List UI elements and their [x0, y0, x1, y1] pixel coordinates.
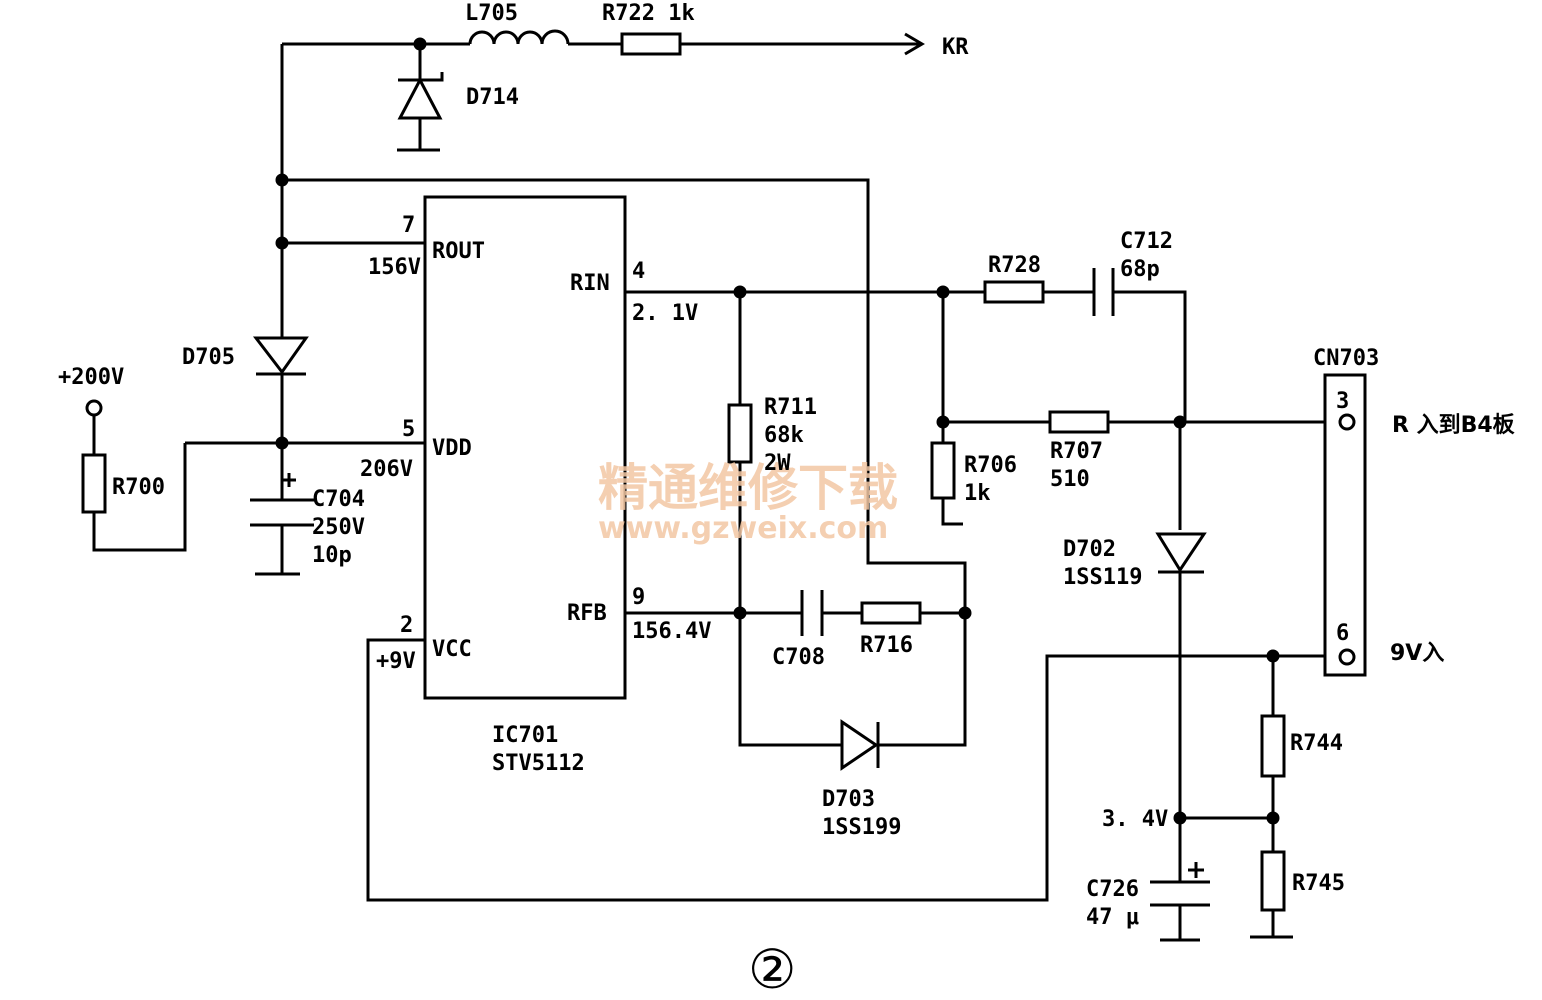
resistor-r707	[1048, 410, 1110, 434]
label-r-in-b4: R 入到B4板	[1392, 413, 1516, 438]
label-l705: L705	[465, 1, 518, 26]
label-cn703: CN703	[1313, 346, 1379, 371]
label-c704: C704	[312, 487, 365, 512]
label-rfb: RFB	[567, 601, 607, 626]
label-d702-part: 1SS119	[1063, 565, 1142, 590]
capacitor-c704	[250, 473, 314, 527]
label-cn-pin6: 6	[1336, 621, 1349, 646]
capacitor-c708	[800, 590, 824, 636]
resistor-r728	[983, 280, 1045, 304]
label-d703: D703	[822, 787, 875, 812]
label-r745: R745	[1292, 871, 1345, 896]
label-cn-pin3: 3	[1336, 389, 1349, 414]
label-plus9v: +9V	[376, 649, 416, 674]
resistor-r744	[1260, 714, 1286, 778]
resistor-r745	[1260, 850, 1286, 912]
diode-d702	[1155, 532, 1207, 574]
resistor-r711	[727, 403, 753, 464]
capacitor-c726	[1150, 862, 1210, 907]
label-ic701: IC701	[492, 723, 558, 748]
diode-d705	[252, 336, 309, 376]
label-vdd: VDD	[432, 436, 472, 461]
label-r744: R744	[1290, 731, 1343, 756]
label-r711-power: 2W	[764, 451, 791, 476]
diode-d703	[840, 719, 880, 771]
label-r706: R706	[964, 453, 1017, 478]
label-pin7: 7	[402, 213, 415, 238]
label-stv5112: STV5112	[492, 751, 585, 776]
label-156-4v: 156.4V	[632, 619, 711, 644]
label-pin5: 5	[402, 417, 415, 442]
label-9v-in: 9V入	[1390, 641, 1444, 666]
inductor-l705	[468, 29, 570, 45]
resistor-r700	[81, 453, 107, 514]
capacitor-c712	[1092, 268, 1115, 316]
label-c704-value: 10p	[312, 543, 352, 568]
label-d703-part: 1SS199	[822, 815, 901, 840]
label-r711: R711	[764, 395, 817, 420]
label-rout: ROUT	[432, 239, 485, 264]
figure-number: ②	[748, 938, 796, 1000]
label-r707: R707	[1050, 439, 1103, 464]
cn703-pin6	[1338, 648, 1356, 666]
junction-dots	[275, 37, 1280, 825]
label-c726: C726	[1086, 877, 1139, 902]
arrow-kr-icon	[904, 32, 925, 56]
label-r711-value: 68k	[764, 423, 804, 448]
label-c708: C708	[772, 645, 825, 670]
watermark-cn: 精通维修下载	[598, 458, 898, 517]
label-d714: D714	[466, 85, 519, 110]
label-r700: R700	[112, 475, 165, 500]
label-d705: D705	[182, 345, 235, 370]
resistor-r706	[930, 441, 956, 500]
label-d702: D702	[1063, 537, 1116, 562]
label-2-1v: 2. 1V	[632, 301, 698, 326]
label-c726-value: 47 μ	[1086, 905, 1139, 930]
label-pin9: 9	[632, 585, 645, 610]
label-rin: RIN	[570, 271, 610, 296]
resistor-r716	[860, 601, 922, 625]
label-3-4v: 3. 4V	[1102, 807, 1168, 832]
terminal-plus200	[85, 399, 103, 417]
label-r716: R716	[860, 633, 913, 658]
resistor-r722	[620, 32, 682, 56]
label-c712: C712	[1120, 229, 1173, 254]
label-r707-value: 510	[1050, 467, 1090, 492]
label-c712-value: 68p	[1120, 257, 1160, 282]
label-c704-voltage: 250V	[312, 515, 365, 540]
label-r706-value: 1k	[964, 481, 991, 506]
label-kr: KR	[942, 35, 969, 60]
label-r722: R722 1k	[602, 1, 695, 26]
label-pin4: 4	[632, 259, 645, 284]
diode-d714	[397, 72, 444, 120]
label-pin2: 2	[400, 613, 413, 638]
label-156v: 156V	[368, 255, 421, 280]
cn703-pin3	[1338, 413, 1356, 431]
ic701-box	[423, 195, 627, 700]
wires	[92, 42, 1340, 942]
label-206v: 206V	[360, 457, 413, 482]
label-r728: R728	[988, 253, 1041, 278]
label-vcc: VCC	[432, 637, 472, 662]
watermark-url: www.gzweix.com	[598, 511, 888, 546]
label-plus200v: +200V	[58, 365, 124, 390]
